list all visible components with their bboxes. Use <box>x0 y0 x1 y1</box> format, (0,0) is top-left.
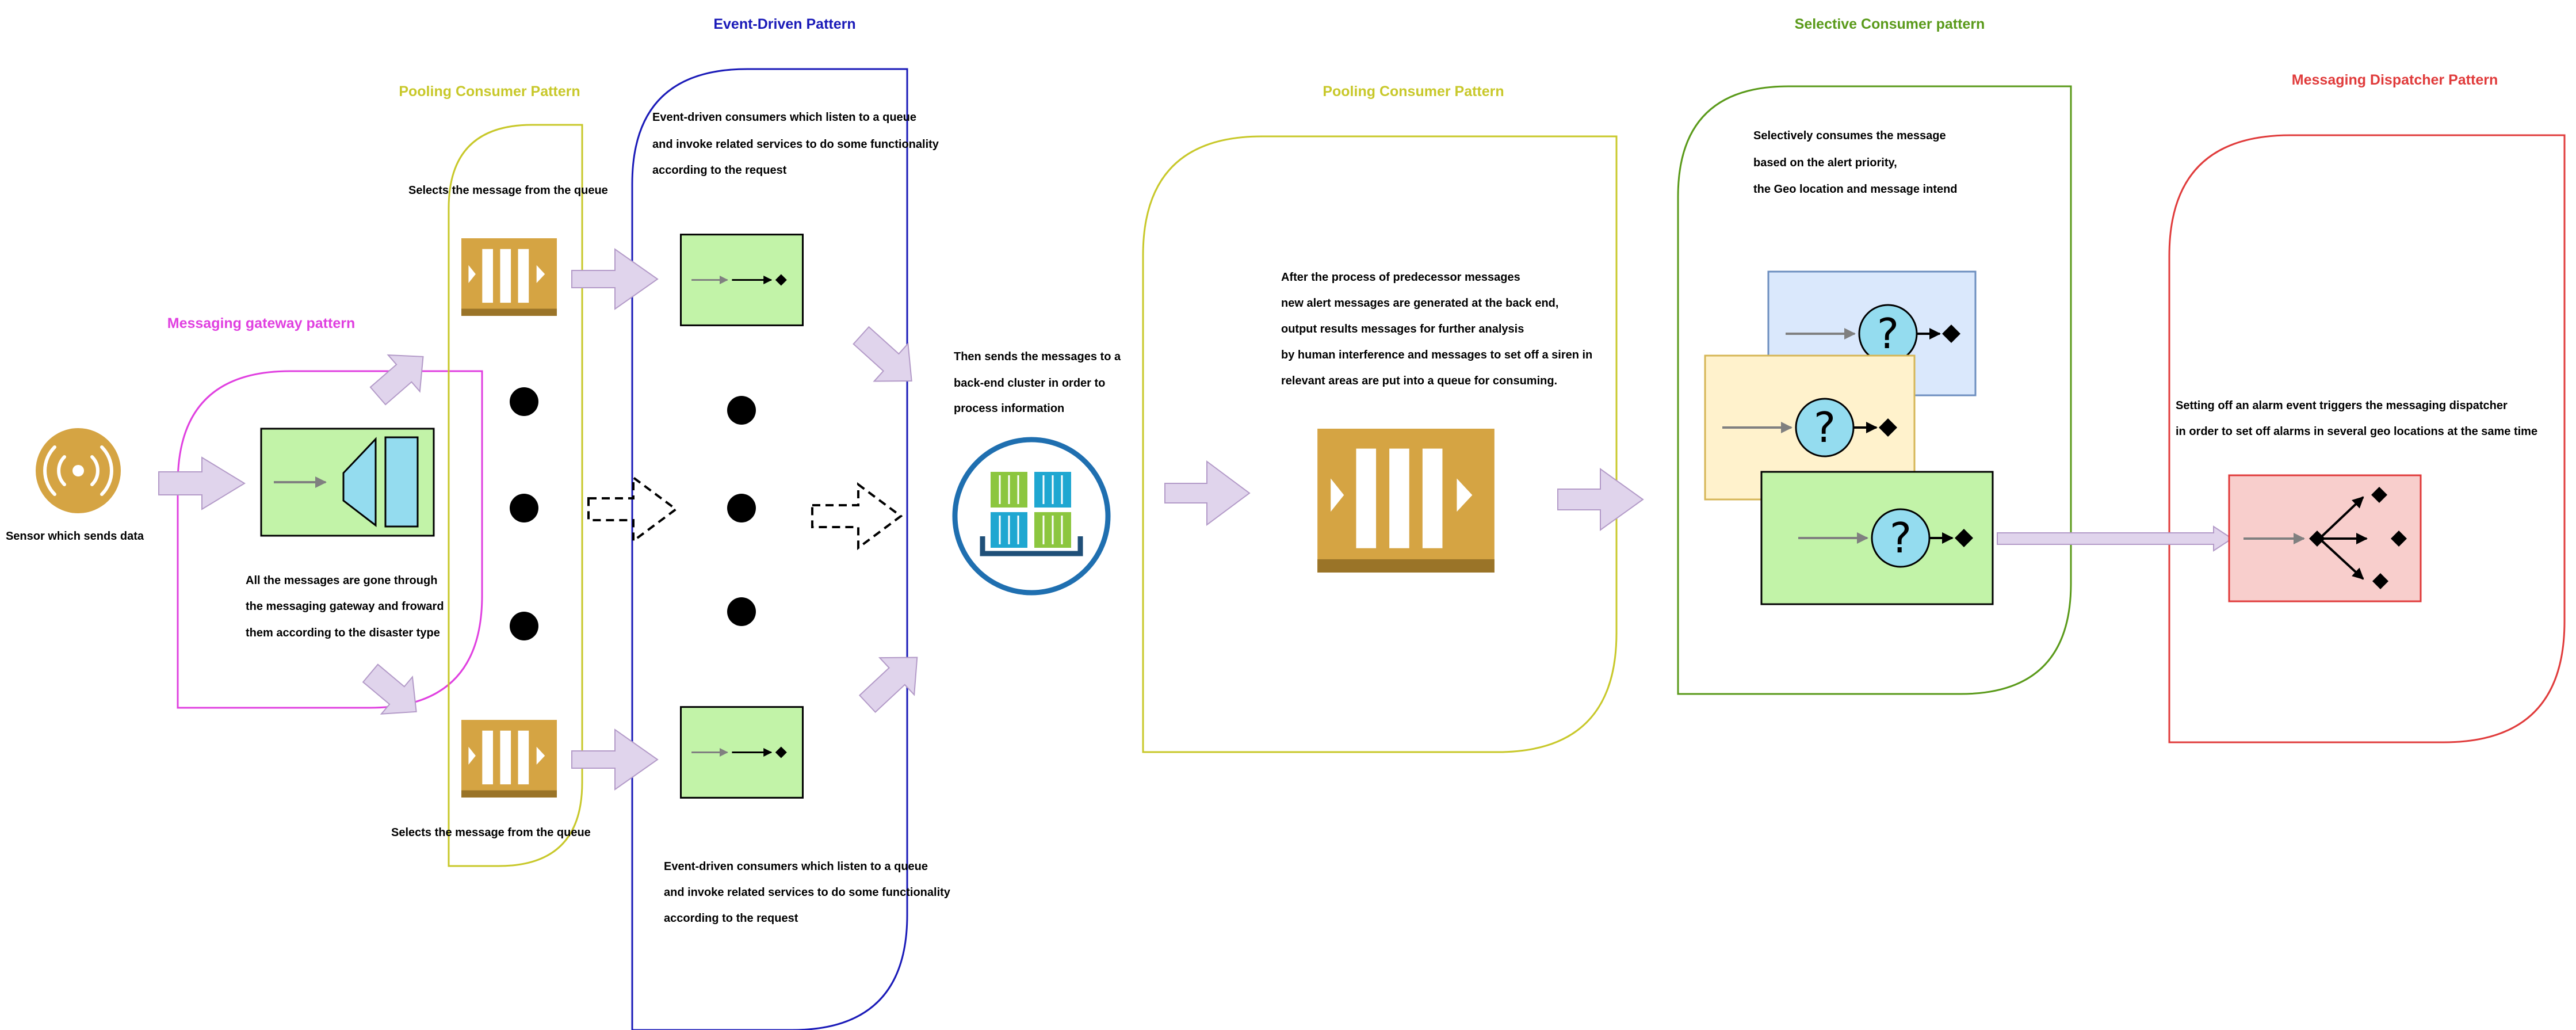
pool-bottom-label: Selects the message from the queue <box>391 826 591 839</box>
svg-text:and invoke related services to: and invoke related services to do some f… <box>652 138 939 151</box>
svg-text:Selectively consumes the messa: Selectively consumes the message <box>1753 129 1946 142</box>
gateway-pattern-border <box>177 370 483 709</box>
svg-text:All the messages are gone thro: All the messages are gone through <box>246 574 437 587</box>
pooling-pattern-2-title: Pooling Consumer Pattern <box>1323 83 1504 100</box>
sensor-label: Sensor which sends data <box>6 530 144 543</box>
message-queue-icon <box>1317 429 1495 573</box>
selective-pattern-border <box>1677 85 2072 695</box>
cluster-to-queue-arrow <box>1164 460 1251 526</box>
ellipsis-dot <box>727 396 756 425</box>
svg-text:process information: process information <box>954 402 1064 415</box>
gateway-description: All the messages are gone through the me… <box>246 574 444 639</box>
gateway-to-queue-top-arrow <box>369 354 424 406</box>
ellipsis-dot <box>727 597 756 626</box>
cluster-description: Then sends the messages to a back-end cl… <box>954 350 1121 415</box>
consumer-bottom-to-cluster-arrow <box>858 657 918 714</box>
sensor-broadcast-icon <box>36 428 121 513</box>
svg-text:new alert messages are generat: new alert messages are generated at the … <box>1281 297 1558 310</box>
dashed-arrow-event-left <box>587 475 678 543</box>
selective-pattern-title: Selective Consumer pattern <box>1795 16 1985 32</box>
svg-text:Setting off an alarm event tri: Setting off an alarm event triggers the … <box>2176 399 2508 412</box>
event-driven-consumer-icon <box>681 235 803 326</box>
svg-text:in order to set off alarms in: in order to set off alarms in several ge… <box>2176 425 2537 438</box>
selective-to-dispatcher-arrow <box>1997 525 2233 552</box>
dispatcher-pattern-title: Messaging Dispatcher Pattern <box>2292 72 2498 88</box>
svg-text:by human interference and mess: by human interference and messages to se… <box>1281 349 1592 361</box>
svg-text:them according to the disaster: them according to the disaster type <box>246 627 440 639</box>
svg-text:Event-driven consumers which l: Event-driven consumers which listen to a… <box>652 111 916 124</box>
event-top-description: Event-driven consumers which listen to a… <box>652 111 939 177</box>
event-driven-consumer-icon <box>681 707 803 798</box>
messaging-gateway-icon <box>260 428 435 537</box>
svg-text:based on the alert priority,: based on the alert priority, <box>1753 157 1897 169</box>
svg-text:according to the request: according to the request <box>664 912 798 925</box>
message-queue-icon <box>461 238 557 316</box>
selective-description: Selectively consumes the message based o… <box>1753 129 1958 196</box>
svg-text:the Geo location and message i: the Geo location and message intend <box>1753 183 1958 196</box>
svg-text:output results messages for fu: output results messages for further anal… <box>1281 323 1524 335</box>
svg-text:Event-driven consumers which l: Event-driven consumers which listen to a… <box>664 860 928 873</box>
event-driven-pattern-title: Event-Driven Pattern <box>713 16 855 32</box>
ellipsis-dot <box>727 494 756 522</box>
gateway-to-queue-bottom-arrow <box>362 663 417 715</box>
pooling-2-description: After the process of predecessor message… <box>1281 271 1592 387</box>
dispatcher-description: Setting off an alarm event triggers the … <box>2176 399 2537 438</box>
container-cluster-icon <box>952 437 1111 596</box>
queue-bottom-to-consumer-arrow <box>571 728 659 791</box>
sensor-to-gateway-arrow <box>158 456 246 510</box>
svg-text:the messaging gateway and frow: the messaging gateway and froward <box>246 600 444 613</box>
queue-top-to-consumer-arrow <box>571 248 659 310</box>
pooling-pattern-1-title: Pooling Consumer Pattern <box>399 83 580 100</box>
event-bottom-description: Event-driven consumers which listen to a… <box>664 860 951 925</box>
svg-text:relevant areas are put into a: relevant areas are put into a queue for … <box>1281 375 1557 387</box>
dispatcher-pattern-border <box>2168 134 2566 743</box>
pooling-pattern-2-border <box>1142 135 1618 753</box>
message-dispatcher-icon <box>2228 474 2422 602</box>
svg-text:After the process of predecess: After the process of predecessor message… <box>1281 271 1520 284</box>
flow-arrows <box>158 248 2233 791</box>
ellipsis-dot <box>510 387 538 416</box>
pooling-pattern-1-border <box>448 124 583 867</box>
dashed-arrow-event-right <box>811 482 903 550</box>
svg-text:and invoke related services to: and invoke related services to do some f… <box>664 886 951 899</box>
ellipsis-dot <box>510 494 538 522</box>
pool-top-label: Selects the message from the queue <box>408 184 608 197</box>
svg-text:back-end cluster in order to: back-end cluster in order to <box>954 377 1105 390</box>
message-queue-icon <box>461 720 557 798</box>
consumer-top-to-cluster-arrow <box>853 326 912 382</box>
gateway-pattern-title: Messaging gateway pattern <box>167 315 355 331</box>
svg-text:according to the request: according to the request <box>652 164 787 177</box>
event-driven-pattern-border <box>631 68 908 1030</box>
svg-text:Then sends the messages to a: Then sends the messages to a <box>954 350 1121 363</box>
queue-to-selective-arrow <box>1557 468 1644 531</box>
ellipsis-dot <box>510 612 538 640</box>
